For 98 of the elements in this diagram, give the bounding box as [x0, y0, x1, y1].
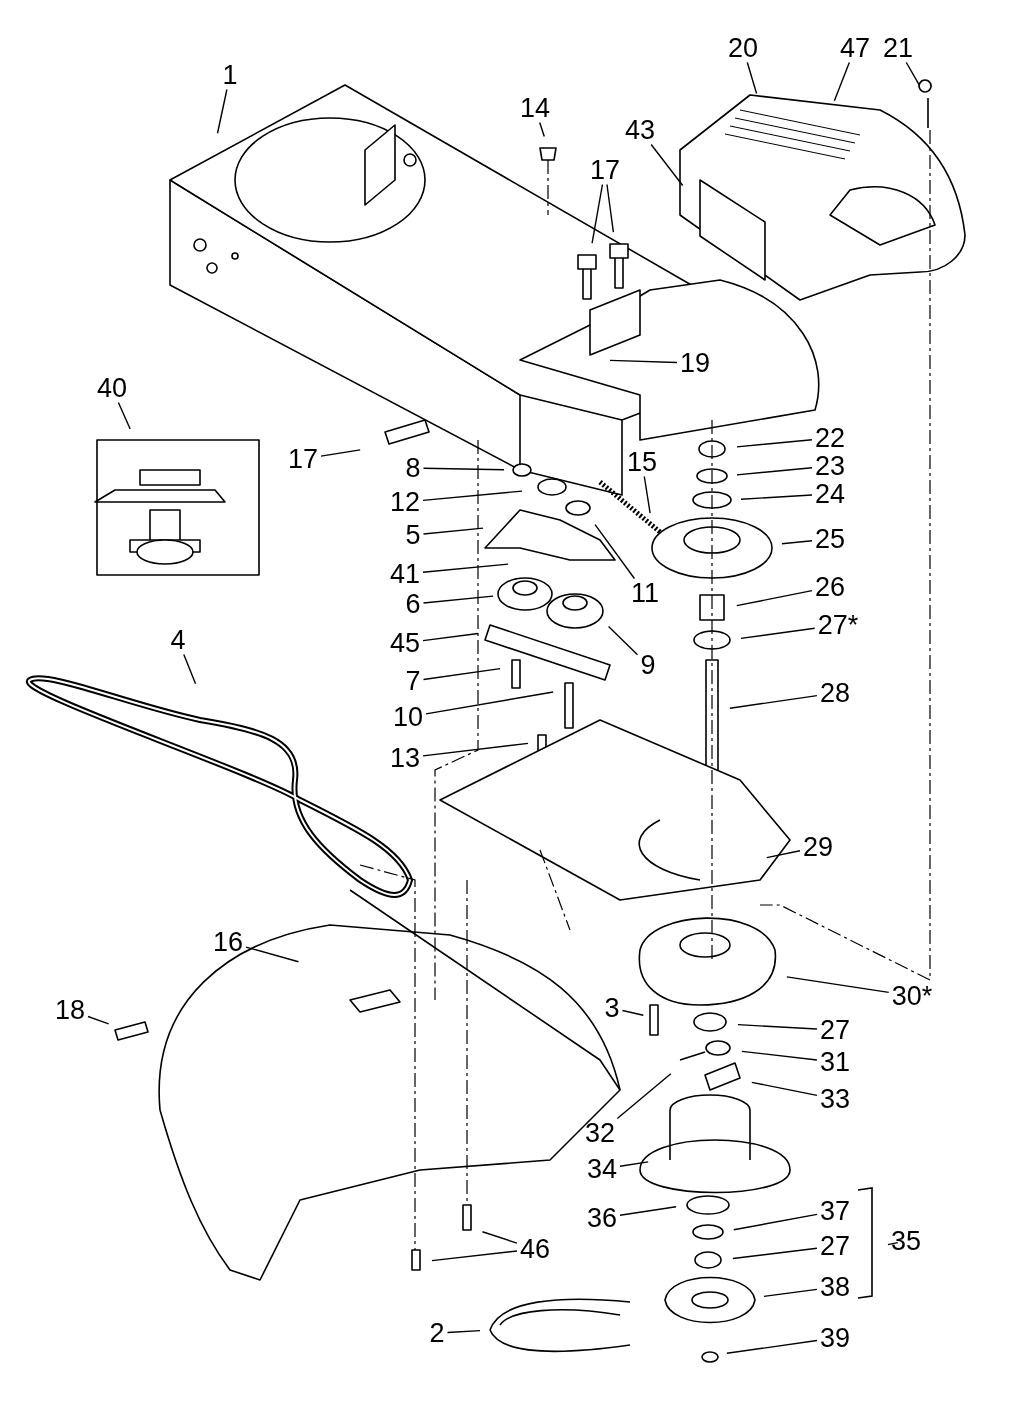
leader-line [422, 527, 484, 535]
callout-number: 3 [604, 994, 620, 1022]
callout-number: 24 [815, 480, 845, 508]
leader-line [736, 589, 813, 607]
callout-number: 31 [820, 1048, 850, 1076]
callout-number: 25 [815, 525, 845, 553]
callout-number: 47 [840, 34, 870, 62]
callout-number: 11 [631, 579, 659, 607]
leader-line [741, 1050, 818, 1061]
leader-line [621, 1009, 644, 1016]
callout-number: 27 [820, 1232, 850, 1260]
callout-number: 18 [55, 996, 85, 1024]
leader-line [422, 595, 494, 604]
leader-line [245, 946, 300, 963]
leader-line [425, 691, 554, 715]
leader-line [594, 524, 636, 580]
leader-line [887, 1241, 899, 1246]
leader-line [751, 1081, 818, 1097]
callout-number: 35 [891, 1227, 921, 1255]
callout-number: 45 [390, 629, 420, 657]
leader-line [446, 1329, 481, 1334]
callout-number: 36 [587, 1204, 617, 1232]
leader-line [183, 653, 197, 685]
leader-line [781, 540, 813, 545]
leader-line [736, 467, 813, 476]
leader-line [740, 494, 813, 500]
leader-line [216, 88, 228, 134]
callout-number: 19 [680, 349, 710, 377]
callout-number: 9 [640, 651, 656, 679]
callout-number: 1 [222, 61, 238, 89]
callout-number: 29 [803, 833, 833, 861]
leader-line [607, 625, 639, 656]
leader-line [763, 1288, 818, 1298]
leader-line [905, 61, 920, 86]
callout-number: 2 [429, 1319, 445, 1347]
callout-number: 30* [891, 982, 933, 1010]
callout-number: 13 [390, 744, 420, 772]
callout-number: 28 [820, 679, 850, 707]
callout-number: 34 [587, 1155, 617, 1183]
leader-line [650, 143, 684, 187]
leader-line [591, 183, 604, 244]
leader-line [87, 1015, 110, 1025]
leader-line [117, 401, 131, 430]
callout-number: 5 [405, 521, 421, 549]
leader-line [619, 1206, 677, 1216]
leader-line [422, 467, 505, 471]
leader-line [422, 632, 479, 642]
callout-number: 33 [820, 1085, 850, 1113]
leader-line [606, 183, 615, 233]
leader-line [431, 1250, 518, 1262]
callout-number: 15 [627, 448, 657, 476]
leader-line [726, 1339, 818, 1354]
leader-line [481, 1231, 518, 1244]
callout-number: 12 [390, 488, 420, 516]
callout-number: 7 [405, 667, 421, 695]
callout-number: 4 [170, 626, 186, 654]
callout-number: 26 [815, 573, 845, 601]
callout-number: 38 [820, 1273, 850, 1301]
callout-number: 16 [213, 928, 243, 956]
leader-line [746, 61, 758, 95]
leader-line [740, 627, 816, 640]
callout-number: 23 [815, 452, 845, 480]
leader-line [786, 976, 890, 994]
callout-number: 17 [288, 445, 318, 473]
callout-number: 10 [393, 703, 423, 731]
leader-line [422, 667, 501, 681]
callout-number: 20 [728, 34, 758, 62]
leader-line [732, 1247, 818, 1260]
leader-line [766, 850, 801, 859]
callout-number: 27 [820, 1016, 850, 1044]
callout-number: 40 [97, 374, 127, 402]
leader-line [736, 439, 813, 448]
leader-line [833, 61, 851, 102]
callout-number: 39 [820, 1324, 850, 1352]
leader-line [737, 1023, 818, 1030]
leader-line [643, 475, 651, 514]
callout-number: 43 [625, 116, 655, 144]
callout-number: 6 [405, 590, 421, 618]
leader-line [733, 1213, 818, 1231]
leader-line [619, 1161, 649, 1167]
leader-line [609, 359, 678, 364]
callout-number: 27* [817, 611, 859, 639]
callout-number: 21 [883, 34, 913, 62]
callout-number: 17 [590, 156, 620, 184]
callout-number: 46 [520, 1235, 550, 1263]
leader-line [616, 1073, 672, 1120]
callout-number: 41 [390, 560, 420, 588]
leader-line [422, 742, 529, 757]
callout-number: 8 [405, 454, 421, 482]
leader-line [320, 449, 361, 457]
callout-number: 22 [815, 424, 845, 452]
callout-number: 37 [820, 1197, 850, 1225]
callout-number: 14 [520, 94, 550, 122]
leader-line [422, 490, 523, 501]
callout-number: 32 [585, 1119, 615, 1147]
leader-line [729, 694, 818, 709]
leader-line [539, 121, 545, 138]
leader-line [422, 563, 509, 573]
